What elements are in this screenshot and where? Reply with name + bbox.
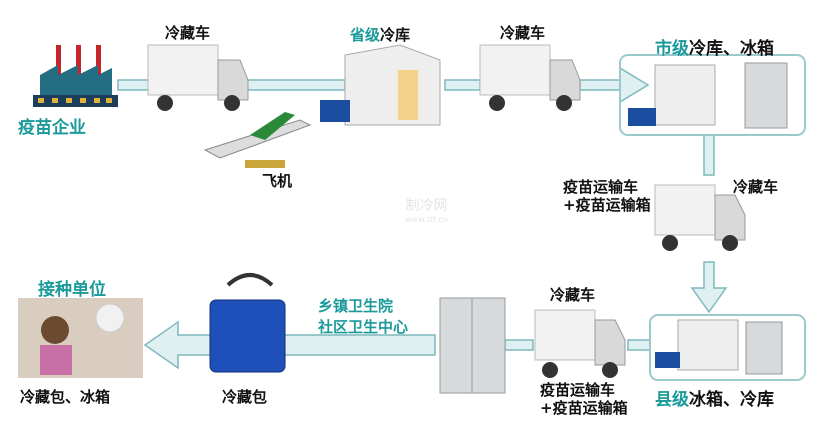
vaccination-photo <box>18 298 143 378</box>
county-storage-frame <box>649 314 806 381</box>
connector-fridge-truck <box>504 339 534 351</box>
truck-label-1: 冷藏车 <box>165 24 211 42</box>
city-label: 市级冷库、冰箱 <box>655 39 774 59</box>
connector-coldstore-truck <box>444 79 481 91</box>
vaccination-sub-label: 冷藏包、冰箱 <box>20 388 111 406</box>
arrow-to-vaccination <box>143 320 436 370</box>
city-fridge-icon <box>744 62 788 129</box>
truck-icon-1 <box>147 44 249 111</box>
county-label: 县级冰箱、冷库 <box>655 390 774 410</box>
city-storage-frame <box>619 54 806 136</box>
transport-label-2b: +疫苗运输箱 <box>540 399 628 417</box>
truck-label-4: 冷藏车 <box>550 286 596 304</box>
plane-label: 飞机 <box>262 172 293 190</box>
transport-label-1a: 疫苗运输车 <box>563 178 639 196</box>
cool-bag-label: 冷藏包 <box>222 388 268 406</box>
arrow-to-city <box>579 66 650 104</box>
cool-bag-icon <box>209 273 286 373</box>
connector-truck-county <box>627 339 651 351</box>
township-label-b: 社区卫生中心 <box>318 318 409 336</box>
county-cold-room-icon <box>677 319 739 371</box>
truck-icon-3 <box>654 184 746 251</box>
truck-label-3: 冷藏车 <box>733 178 779 196</box>
connector-truck-coldstore <box>244 79 346 91</box>
truck-icon-4 <box>534 309 626 378</box>
township-label-a: 乡镇卫生院 <box>318 297 394 315</box>
cold-storage-icon <box>320 44 441 126</box>
county-fridge-icon <box>745 321 783 375</box>
factory-icon <box>33 45 118 107</box>
factory-label: 疫苗企业 <box>18 118 86 138</box>
transport-label-1b: +疫苗运输箱 <box>563 196 651 214</box>
vaccination-label: 接种单位 <box>38 280 106 300</box>
transport-label-2a: 疫苗运输车 <box>540 381 616 399</box>
connector-city-truck <box>703 134 715 176</box>
county-cooler-icon <box>655 352 680 368</box>
city-cooler-icon <box>628 108 656 126</box>
arrow-to-county <box>690 261 728 314</box>
truck-icon-2 <box>479 44 581 111</box>
truck-label-2: 冷藏车 <box>500 24 546 42</box>
airplane-icon <box>203 112 312 168</box>
city-cold-room-icon <box>654 64 716 126</box>
province-label: 省级冷库 <box>350 26 411 44</box>
